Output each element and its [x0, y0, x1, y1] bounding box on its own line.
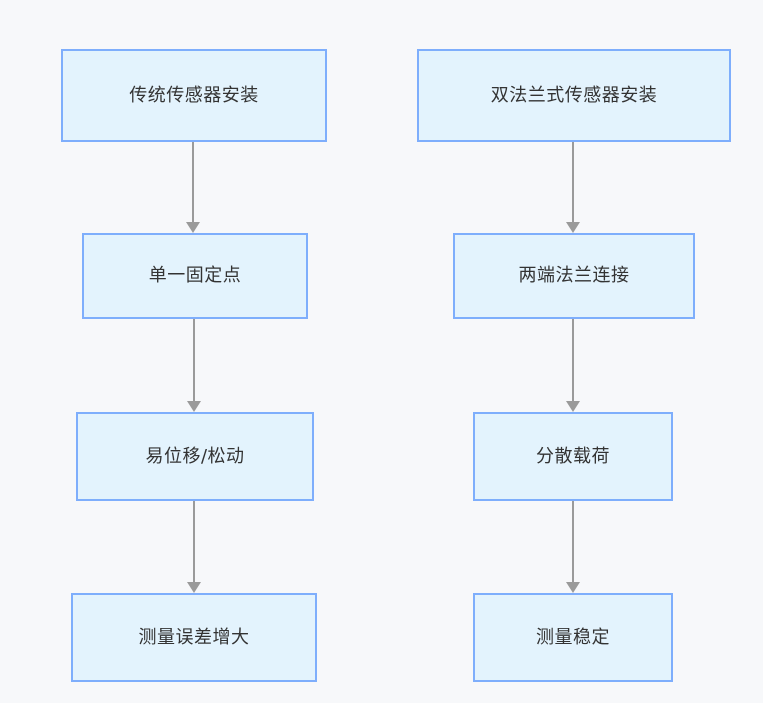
connector-arrow-t1-t2	[185, 142, 201, 233]
connector-line	[572, 501, 574, 582]
connector-line	[193, 501, 195, 582]
connector-arrow-d3-d4	[565, 501, 581, 593]
flow-node-label: 两端法兰连接	[518, 265, 630, 287]
connector-line	[572, 142, 574, 222]
flow-node-d4: 测量稳定	[473, 593, 673, 682]
flow-node-label: 测量误差增大	[138, 626, 250, 648]
flow-node-d3: 分散载荷	[473, 412, 673, 501]
arrowhead-down-icon	[187, 582, 201, 593]
flow-node-d2: 两端法兰连接	[453, 233, 695, 319]
connector-line	[193, 319, 195, 401]
flow-node-t1: 传统传感器安装	[61, 49, 327, 142]
connector-arrow-t3-t4	[186, 501, 202, 593]
arrowhead-down-icon	[186, 222, 200, 233]
connector-line	[572, 319, 574, 401]
arrowhead-down-icon	[566, 401, 580, 412]
connector-arrow-t2-t3	[186, 319, 202, 412]
flow-node-t3: 易位移/松动	[76, 412, 314, 501]
arrowhead-down-icon	[566, 582, 580, 593]
connector-line	[192, 142, 194, 222]
flow-node-t4: 测量误差增大	[71, 593, 317, 682]
flow-node-label: 分散载荷	[536, 445, 610, 467]
arrowhead-down-icon	[566, 222, 580, 233]
flow-node-t2: 单一固定点	[82, 233, 308, 319]
flow-node-label: 易位移/松动	[145, 445, 245, 467]
flow-node-label: 测量稳定	[536, 626, 610, 648]
connector-arrow-d1-d2	[565, 142, 581, 233]
flow-node-label: 双法兰式传感器安装	[490, 84, 658, 106]
arrowhead-down-icon	[187, 401, 201, 412]
flow-node-d1: 双法兰式传感器安装	[417, 49, 731, 142]
connector-arrow-d2-d3	[565, 319, 581, 412]
flow-node-label: 传统传感器安装	[129, 84, 259, 106]
flow-node-label: 单一固定点	[148, 265, 242, 287]
